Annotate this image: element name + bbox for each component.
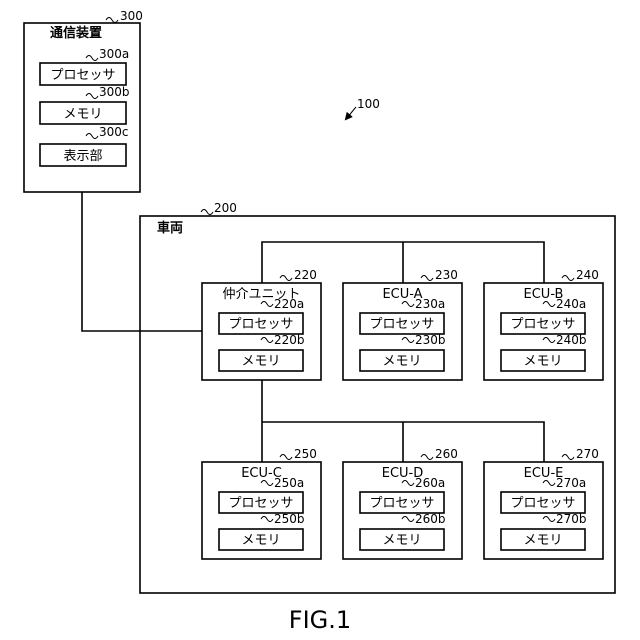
processor-label: プロセッサ [369,317,434,332]
processor-ref: 270a [556,476,586,490]
unit-ref: 250 [294,447,317,461]
unit-ref: 260 [435,447,458,461]
unit-ref-leader [562,276,574,281]
comm-processor-label: プロセッサ [50,68,115,83]
unit-ref: 240 [576,268,599,282]
memory-label: メモリ [382,533,421,548]
unit-ref: 270 [576,447,599,461]
memory-label: メモリ [241,354,280,369]
unit-ref-leader [562,455,574,460]
processor-label: プロセッサ [510,496,575,511]
unit-260: ECU-D260260aプロセッサ260bメモリ [343,447,462,559]
unit-240: ECU-B240240aプロセッサ240bメモリ [484,268,603,380]
memory-ref: 270b [556,512,587,526]
unit-220: 仲介ユニット220220aプロセッサ220bメモリ [202,268,321,380]
unit-250: ECU-C250250aプロセッサ250bメモリ [202,447,321,559]
vehicle-leader [201,210,213,215]
unit-270: ECU-E270270aプロセッサ270bメモリ [484,447,603,559]
comm-display-label: 表示部 [63,149,102,164]
processor-ref: 220a [274,297,304,311]
processor-label: プロセッサ [228,496,293,511]
memory-label: メモリ [523,354,562,369]
memory-label: メモリ [241,533,280,548]
memory-label: メモリ [382,354,421,369]
unit-ref-leader [280,455,292,460]
comm-memory-label: メモリ [63,107,102,122]
comm-device-leader [106,18,118,23]
memory-ref: 230b [415,333,446,347]
system-ref-leader [346,107,356,119]
memory-ref: 220b [274,333,305,347]
memory-ref: 260b [415,512,446,526]
processor-ref: 250a [274,476,304,490]
processor-label: プロセッサ [510,317,575,332]
memory-label: メモリ [523,533,562,548]
vehicle-ref: 200 [214,201,237,215]
system-ref-label: 100 [357,97,380,111]
memory-ref: 240b [556,333,587,347]
processor-ref: 240a [556,297,586,311]
unit-230: ECU-A230230aプロセッサ230bメモリ [343,268,462,380]
processor-ref: 230a [415,297,445,311]
comm-to-mediator-line [82,192,202,331]
unit-ref-leader [421,455,433,460]
unit-ref: 230 [435,268,458,282]
comm-device-ref: 300 [120,9,143,23]
memory-ref: 250b [274,512,305,526]
vehicle-title: 車両 [157,220,183,236]
processor-label: プロセッサ [369,496,434,511]
system-ref-100: 100 [346,97,380,119]
unit-ref-leader [421,276,433,281]
comm-device: 通信装置 300 300a プロセッサ 300b メモリ 300c 表示部 [24,9,143,192]
comm-mem-ref: 300b [99,85,130,99]
comm-proc-ref: 300a [99,47,129,61]
unit-ref-leader [280,276,292,281]
unit-ref: 220 [294,268,317,282]
processor-label: プロセッサ [228,317,293,332]
comm-disp-ref: 300c [99,125,129,139]
comm-device-title: 通信装置 [50,25,102,41]
processor-ref: 260a [415,476,445,490]
figure-caption: FIG.1 [289,606,351,634]
